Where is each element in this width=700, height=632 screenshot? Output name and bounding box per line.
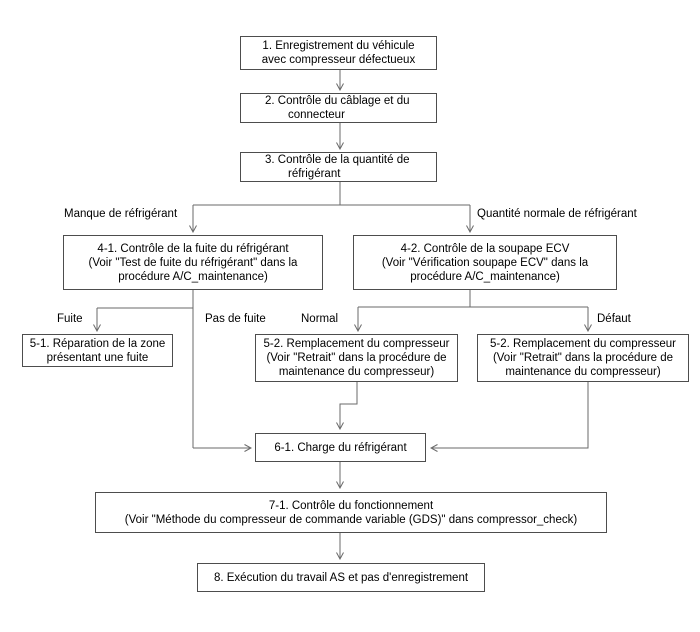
flow-step-7-1-box: 7-1. Contrôle du fonctionnement (Voir "M… [95, 492, 607, 533]
step-text-line: (Voir "Test de fuite du réfrigérant" dan… [88, 256, 298, 269]
flow-step-4-2-box: 4-2. Contrôle de la soupape ECV (Voir "V… [353, 235, 617, 290]
step-text-line: 3. Contrôle de la quantité de [265, 154, 410, 166]
edge-label-pas-de-fuite: Pas de fuite [205, 313, 266, 325]
step-text-line: avec compresseur défectueux [261, 54, 416, 66]
step-text-line: (Voir "Retrait" dans la procédure de [266, 352, 447, 364]
step-text-line: procédure A/C_maintenance) [118, 270, 268, 283]
flow-step-1-box: 1. Enregistrement du véhicule avec compr… [240, 36, 437, 70]
step-text-line: 5-2. Remplacement du compresseur [490, 338, 676, 350]
step-text-line: présentant une fuite [46, 351, 149, 364]
flow-step-6-1-box: 6-1. Charge du réfrigérant [255, 433, 426, 462]
step-text-line: maintenance du compresseur) [505, 366, 661, 378]
flow-step-3-box: 3. Contrôle de la quantité de réfrigéran… [240, 152, 437, 182]
step-text-line: (Voir "Vérification soupape ECV" dans la [381, 256, 589, 269]
flow-step-5-2a-box: 5-2. Remplacement du compresseur (Voir "… [255, 334, 458, 382]
edge-label-quantite-normale: Quantité normale de réfrigérant [477, 208, 637, 220]
step-text-line: connecteur [288, 109, 345, 121]
step-text-line: 6-1. Charge du réfrigérant [274, 441, 407, 454]
step-text-line: 2. Contrôle du câblage et du [265, 95, 410, 107]
step-text-line: maintenance du compresseur) [278, 366, 435, 378]
step-text-line: 4-1. Contrôle de la fuite du réfrigérant [97, 242, 289, 255]
step-text-line: réfrigérant [288, 168, 341, 180]
edge-label-fuite: Fuite [57, 313, 83, 325]
flow-step-4-1-box: 4-1. Contrôle de la fuite du réfrigérant… [63, 235, 323, 290]
step-text-line: 1. Enregistrement du véhicule [262, 40, 415, 52]
step-text-line: 7-1. Contrôle du fonctionnement [268, 499, 434, 512]
edge-label-defaut: Défaut [597, 313, 631, 325]
step-text-line: 4-2. Contrôle de la soupape ECV [400, 242, 570, 255]
flow-step-2-box: 2. Contrôle du câblage et du connecteur [240, 93, 437, 123]
step-text-line: 5-2. Remplacement du compresseur [263, 338, 450, 350]
flow-step-5-2b-box: 5-2. Remplacement du compresseur (Voir "… [477, 334, 689, 382]
flow-step-5-1-box: 5-1. Réparation de la zone présentant un… [22, 334, 173, 367]
edge-label-manque-de-refrigerant: Manque de réfrigérant [64, 208, 178, 220]
step-text-line: 8. Exécution du travail AS et pas d'enre… [213, 571, 469, 584]
step-text-line: (Voir "Retrait" dans la procédure de [492, 352, 674, 364]
flow-step-8-box: 8. Exécution du travail AS et pas d'enre… [197, 563, 485, 592]
step-text-line: 5-1. Réparation de la zone [29, 337, 166, 350]
edge-label-normal: Normal [301, 313, 339, 325]
step-text-line: procédure A/C_maintenance) [410, 270, 560, 283]
step-text-line: (Voir "Méthode du compresseur de command… [124, 513, 578, 526]
